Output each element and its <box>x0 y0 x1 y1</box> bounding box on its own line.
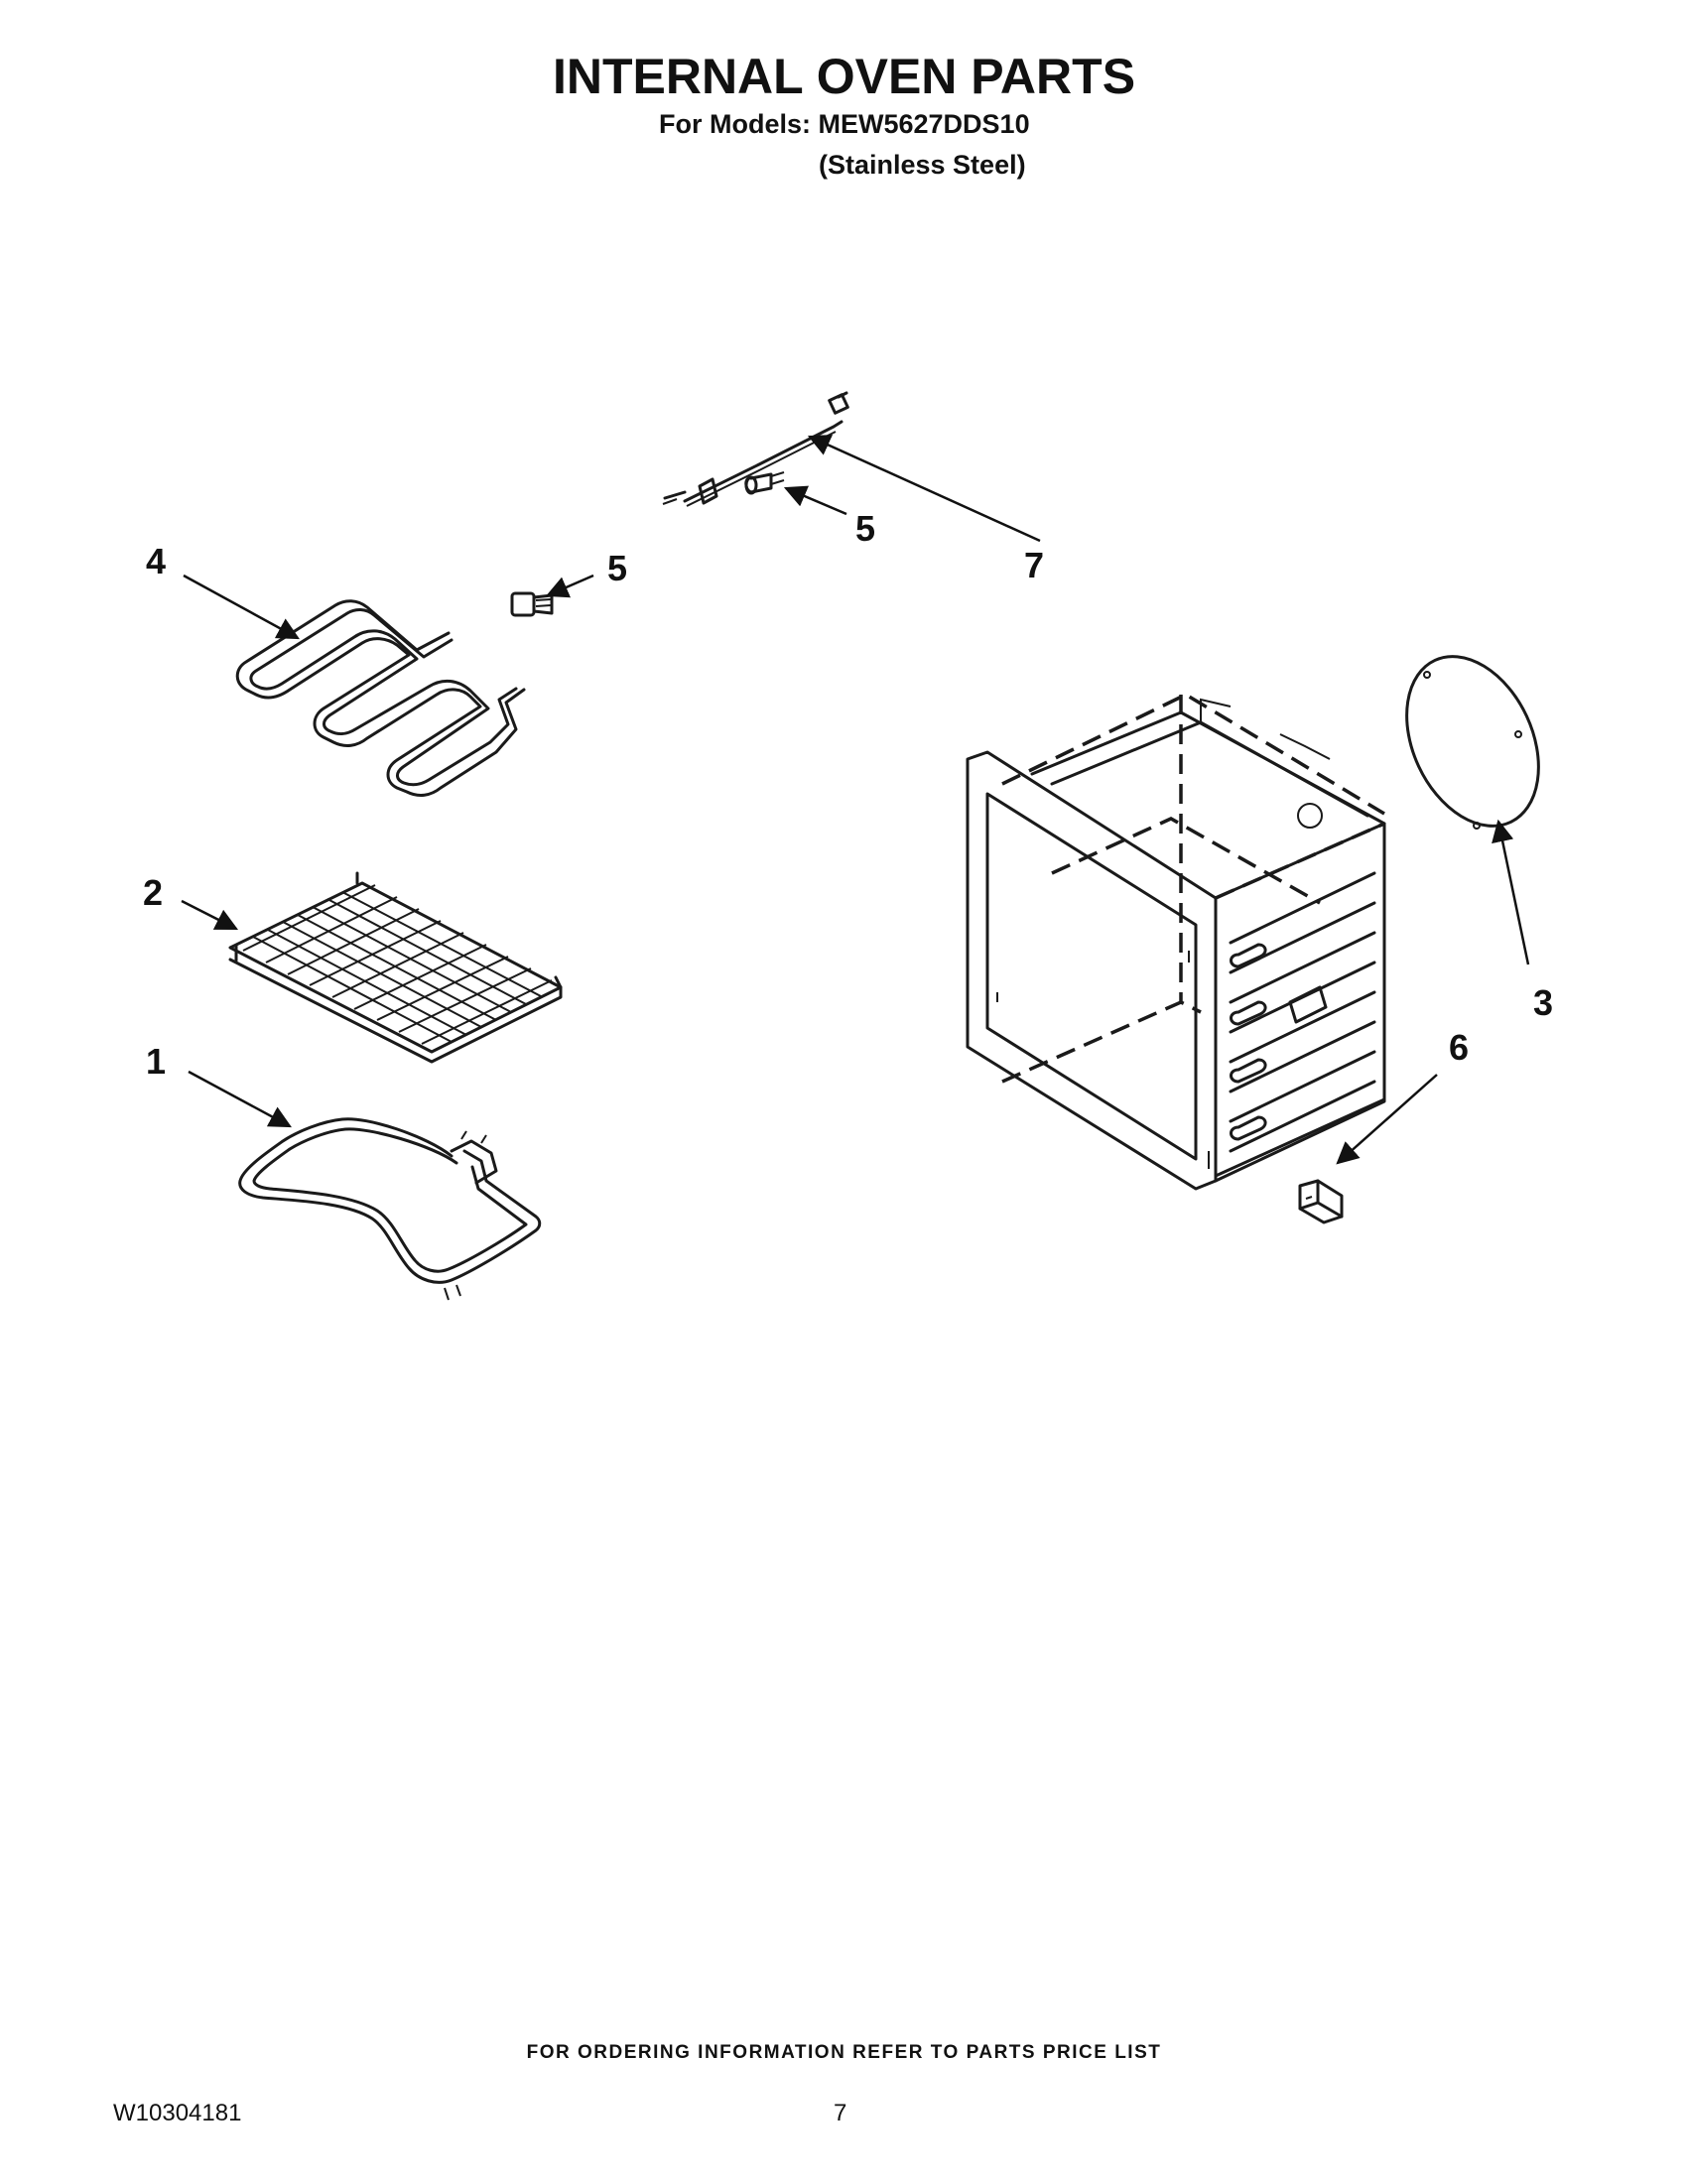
leader-line-5-upper <box>783 485 847 516</box>
callout-2: 2 <box>143 872 163 913</box>
finish-line: (Stainless Steel) <box>819 150 1026 180</box>
callout-4: 4 <box>146 541 166 581</box>
models-line: For Models: MEW5627DDS10 <box>659 109 1030 139</box>
leader-line-2 <box>181 899 239 931</box>
rack-bracket-part <box>1298 1179 1344 1224</box>
callout-1: 1 <box>146 1041 166 1082</box>
leader-line-3 <box>1492 819 1530 965</box>
screw-lower-part <box>510 591 554 617</box>
ordering-note: FOR ORDERING INFORMATION REFER TO PARTS … <box>526 2042 1162 2063</box>
oven-rack-part <box>228 871 563 1064</box>
callout-5-upper: 5 <box>855 508 875 549</box>
document-number: W10304181 <box>113 2100 242 2126</box>
callout-3: 3 <box>1533 982 1553 1023</box>
leader-line-7 <box>807 435 1041 543</box>
callout-7: 7 <box>1024 545 1044 585</box>
bake-element-part <box>238 1117 542 1301</box>
leader-line-4 <box>183 574 300 640</box>
broil-element-part <box>235 599 526 797</box>
oven-cavity-part <box>966 693 1386 1191</box>
page-number: 7 <box>834 2100 847 2126</box>
screw-upper-part <box>744 471 785 495</box>
leader-line-1 <box>188 1070 292 1128</box>
leader-line-6 <box>1336 1074 1438 1165</box>
light-cover-part <box>1405 655 1540 830</box>
callout-6: 6 <box>1449 1027 1469 1068</box>
page-title: INTERNAL OVEN PARTS <box>552 49 1136 104</box>
leader-line-5-lower <box>545 574 594 598</box>
callout-5-lower: 5 <box>607 548 627 588</box>
